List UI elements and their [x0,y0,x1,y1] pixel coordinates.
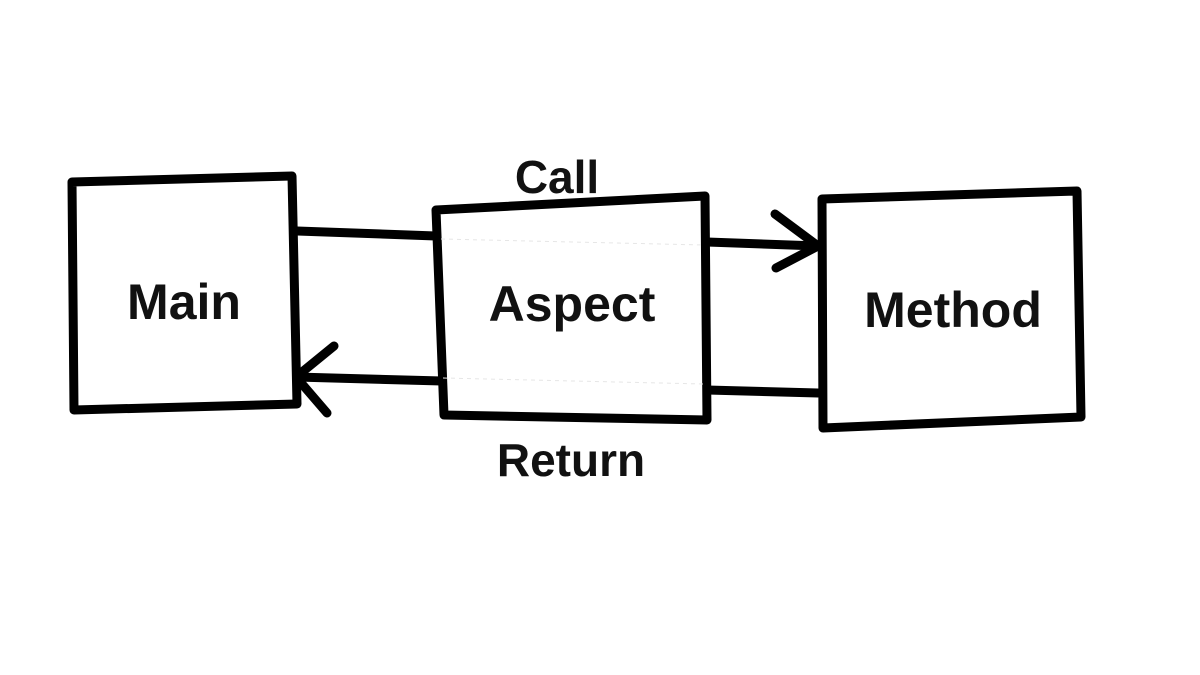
aspect-to-main-line [291,372,447,386]
method-box [817,186,1086,433]
main-label: Main [127,274,241,330]
main-to-aspect-line [292,226,441,241]
aspect-box [431,191,712,425]
aspect-sketch-line-bottom [442,377,705,385]
aspect-to-method-line [702,237,823,251]
main-box [67,171,302,415]
return-label: Return [497,434,645,486]
method-label: Method [864,282,1042,338]
aspect-sketch-line-top [440,238,705,246]
aspect-label: Aspect [489,276,656,332]
call-label: Call [515,151,599,203]
method-to-aspect-line [702,385,823,398]
